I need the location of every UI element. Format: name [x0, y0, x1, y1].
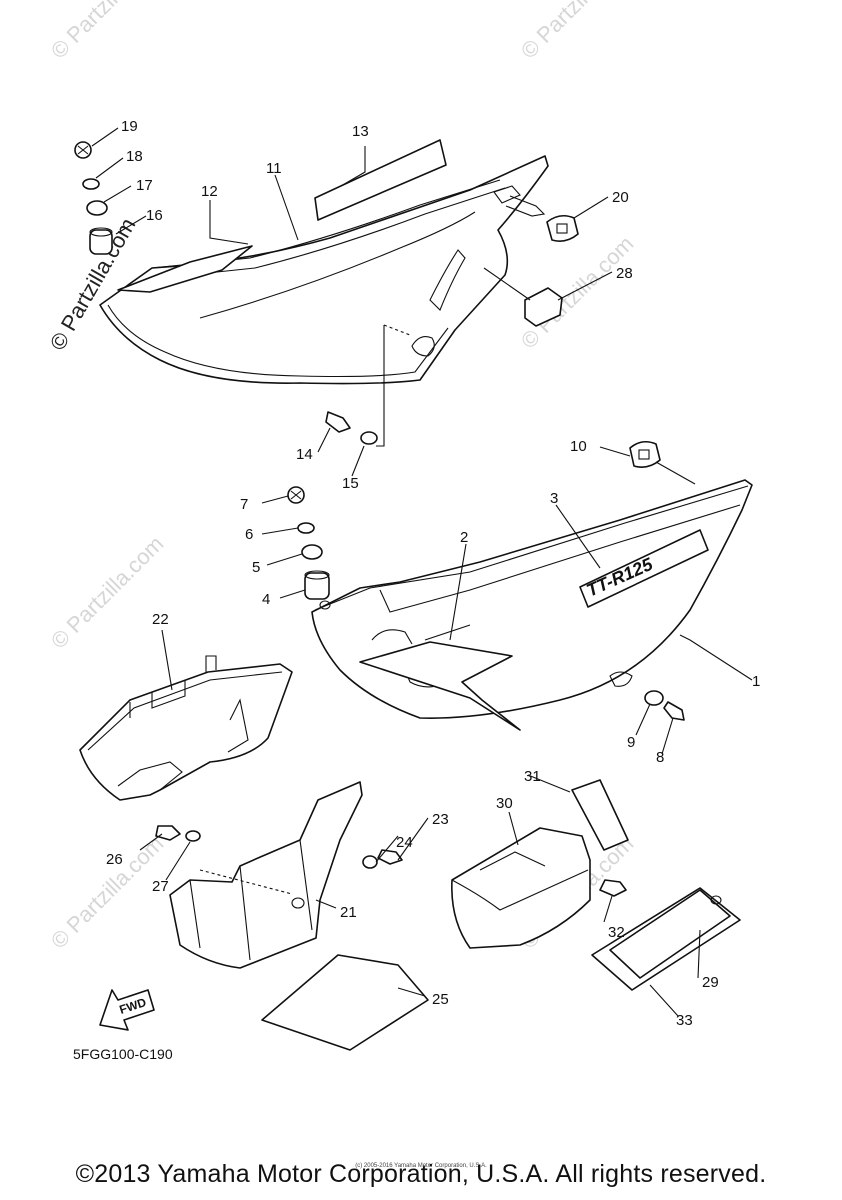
callout-16: 16 — [146, 207, 163, 224]
callout-21: 21 — [340, 904, 357, 921]
grommet-15 — [360, 431, 378, 445]
pin — [505, 195, 546, 217]
leader-lines — [91, 127, 753, 1017]
callout-32: 32 — [608, 924, 625, 941]
callout-6: 6 — [245, 526, 253, 543]
callout-31: 31 — [524, 768, 541, 785]
callout-20: 20 — [612, 189, 629, 206]
callout-10: 10 — [570, 438, 587, 455]
callout-29: 29 — [702, 974, 719, 991]
callout-22: 22 — [152, 611, 169, 628]
decal-2 — [359, 641, 521, 731]
lower-side-cover: TT-R125 — [311, 479, 753, 719]
tool-box-21 — [169, 781, 363, 969]
watermark: © Partzilla.com — [46, 0, 169, 64]
hardware-16-19 — [74, 141, 113, 255]
callout-13: 13 — [352, 123, 369, 140]
watermark: © Partzilla.com — [46, 831, 169, 954]
callout-4: 4 — [262, 591, 270, 608]
callout-18: 18 — [126, 148, 143, 165]
hardware-23-27 — [155, 825, 403, 869]
strap-31 — [571, 779, 629, 851]
callout-9: 9 — [627, 734, 635, 751]
sheet-25 — [261, 954, 429, 1051]
callout-30: 30 — [496, 795, 513, 812]
callout-19: 19 — [121, 118, 138, 135]
callout-27: 27 — [152, 878, 169, 895]
plate-29-33 — [591, 887, 741, 991]
watermark: © Partzilla.com — [46, 531, 169, 654]
hardware-4-9 — [287, 486, 685, 721]
callout-7: 7 — [240, 496, 248, 513]
callout-14: 14 — [296, 446, 313, 463]
copyright-notice: ©2013 Yamaha Motor Corporation, U.S.A. A… — [75, 1160, 767, 1188]
callouts: 1 2 3 4 5 6 7 8 9 10 11 12 13 14 15 16 1… — [106, 118, 760, 1029]
callout-28: 28 — [616, 265, 633, 282]
callout-1: 1 — [752, 673, 760, 690]
damper-20 — [546, 214, 579, 242]
damper-28 — [524, 287, 563, 327]
callout-8: 8 — [656, 749, 664, 766]
watermark: © Partzilla.com — [516, 0, 639, 64]
callout-17: 17 — [136, 177, 153, 194]
callout-33: 33 — [676, 1012, 693, 1029]
diagram-code: 5FGG100-C190 — [73, 1046, 173, 1062]
callout-24: 24 — [396, 834, 413, 851]
callout-26: 26 — [106, 851, 123, 868]
case-22 — [79, 655, 293, 801]
callout-15: 15 — [342, 475, 359, 492]
tiny-copyright: (c) 2005-2016 Yamaha Motor Corporation, … — [355, 1163, 487, 1169]
watermark: © Partzilla.com — [516, 231, 639, 354]
plate-12 — [117, 245, 253, 293]
callout-3: 3 — [550, 490, 558, 507]
tool-bag-30 — [451, 827, 591, 949]
screw-14 — [325, 411, 351, 433]
callout-2: 2 — [460, 529, 468, 546]
callout-11: 11 — [266, 160, 282, 177]
callout-23: 23 — [432, 811, 449, 828]
emblem-13 — [314, 139, 447, 221]
damper-10 — [629, 440, 661, 468]
bolt-32 — [599, 879, 627, 897]
fwd-arrow: FWD — [99, 989, 155, 1031]
upper-side-cover — [99, 155, 549, 385]
callout-5: 5 — [252, 559, 260, 576]
callout-25: 25 — [432, 991, 449, 1008]
callout-12: 12 — [201, 183, 218, 200]
